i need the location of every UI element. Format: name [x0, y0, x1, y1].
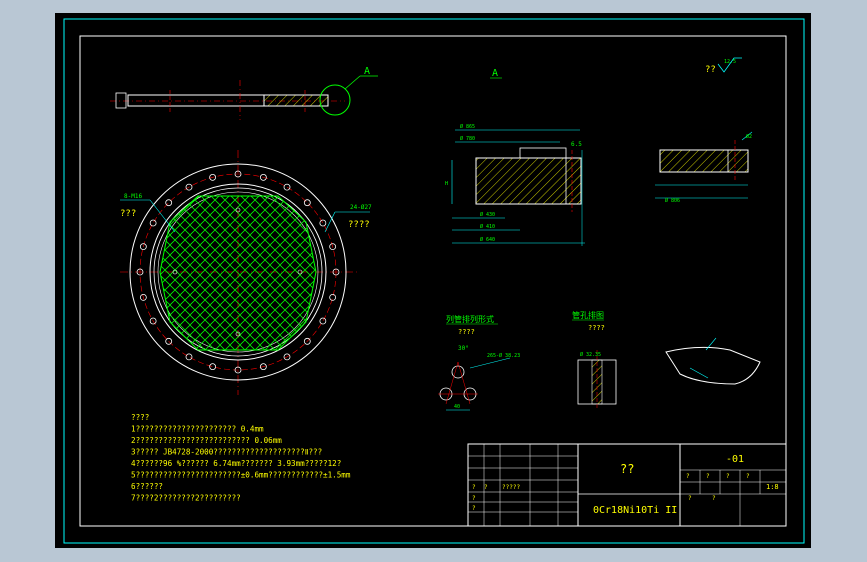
tube-spacing: 40: [454, 404, 460, 410]
title-block-mark: ?: [746, 473, 750, 480]
bolt-hole: [209, 173, 217, 181]
tube-hole-title: 管孔排图: [572, 310, 604, 320]
bolt-hole: [165, 337, 173, 345]
bolt-hole: [283, 353, 291, 361]
bolt-hole: [209, 363, 217, 371]
bolt-hole: [329, 243, 337, 251]
tube-arrangement-sub: ????: [458, 328, 475, 336]
note-line: 7????2????????2?????????: [131, 494, 241, 503]
weld-detail-curve: [665, 346, 761, 385]
dim-430: Ø 430: [480, 211, 495, 218]
title-block-cell: ?: [484, 484, 488, 491]
bolt-hole-ring: [136, 170, 340, 374]
sheet-inner-border: [79, 35, 787, 527]
title-block-cell: ?: [472, 505, 476, 512]
bolt-hole: [234, 366, 242, 374]
title-block-mark: ?: [686, 473, 690, 480]
bolt-hole: [149, 219, 157, 227]
title-block: [467, 443, 787, 527]
note-line: 4??????96 %?????? 6.74mm??????? 3.93mm??…: [131, 459, 341, 468]
tube-hole-sub: ????: [588, 324, 605, 332]
bolt-hole: [319, 317, 327, 325]
bolt-hole: [149, 317, 157, 325]
tube-dim: 265-Ø 38.23: [487, 352, 520, 359]
title-block-cell: ?: [472, 495, 476, 502]
title-block-cell: ?????: [502, 484, 520, 491]
hole-callout: 8-M16: [124, 193, 142, 200]
tube-sheet-plan-view: [120, 150, 370, 395]
bolt-hole: [165, 199, 173, 207]
title-block-cell: ?: [472, 484, 476, 491]
bolt-hole: [139, 243, 147, 251]
title-scale: 1:8: [766, 483, 779, 491]
note-line: 1?????????????????????? 0.4mm: [131, 425, 264, 434]
roughness-symbol: [717, 57, 742, 73]
title-part-name: ??: [620, 462, 634, 476]
tube-pitch: 30°: [458, 345, 469, 352]
bolt-hole: [303, 337, 311, 345]
note-line: 6??????: [131, 482, 163, 491]
dim-h: H: [445, 181, 448, 187]
bolt-hole: [259, 173, 267, 181]
bolt-hole: [319, 219, 327, 227]
dim-angle: 6.5: [571, 141, 582, 148]
flange-edge-section: [655, 131, 753, 199]
technical-notes: ???? 1?????????????????????? 0.4mm 2??????…: [131, 413, 351, 503]
sheet-outer-border: [63, 18, 805, 544]
bolt-hole: [303, 199, 311, 207]
title-block-mark: ?: [712, 495, 716, 502]
tube-arrangement-title: 列管排列形式: [446, 314, 494, 324]
note-line: 3????? JB4728-2000????????????????????Ⅱ?…: [131, 448, 322, 457]
roughness-value: 12.5: [724, 59, 736, 65]
tube-hole-figure: [577, 350, 617, 410]
detail-mark-top: A: [364, 66, 370, 77]
title-material: 0Cr18Ni10Ti II: [593, 505, 677, 516]
plate-section-view: [110, 75, 378, 120]
bolt-hole: [234, 170, 242, 178]
bolt-hole: [332, 268, 340, 276]
note-line: 2????????????????????????? 0.06mm: [131, 436, 282, 445]
dim-410: Ø 410: [480, 223, 495, 230]
dim-right-bottom: Ø 806: [665, 197, 680, 204]
title-block-mark: ?: [726, 473, 730, 480]
bolt-hole: [283, 183, 291, 191]
dim-right-top: Ø2: [746, 133, 752, 140]
title-block-mark: ?: [688, 495, 692, 502]
bolt-hole: [329, 293, 337, 301]
title-block-marks: ??????: [686, 473, 750, 502]
bolt-hole: [136, 268, 144, 276]
detail-a-section: [451, 129, 585, 246]
bolt-hole: [259, 363, 267, 371]
tube-arrangement-figure: [438, 357, 511, 411]
bolt-hole: [139, 293, 147, 301]
title-block-left-cells: ?????????: [472, 484, 520, 512]
detail-title: A: [492, 68, 498, 79]
roughness-prefix: ??: [705, 65, 716, 75]
hole-callout-sub: ???: [120, 209, 136, 219]
title-block-mark: ?: [706, 473, 710, 480]
title-drawing-no: -01: [726, 454, 744, 465]
dim-640: Ø 640: [480, 236, 495, 243]
tube-hole-dim: Ø 32.35: [580, 351, 601, 358]
bolt-hole: [185, 353, 193, 361]
hole-callout-right: 24-Ø27: [350, 204, 372, 211]
dim-780: Ø 780: [460, 135, 475, 142]
dim-865: Ø 865: [460, 123, 475, 130]
hole-callout-right-sub: ????: [348, 220, 370, 230]
bolt-hole: [185, 183, 193, 191]
note-line: ????: [131, 413, 149, 422]
tube-bundle-area: [159, 195, 317, 351]
note-line: 5???????????????????????±0.6mm??????????…: [131, 471, 351, 480]
